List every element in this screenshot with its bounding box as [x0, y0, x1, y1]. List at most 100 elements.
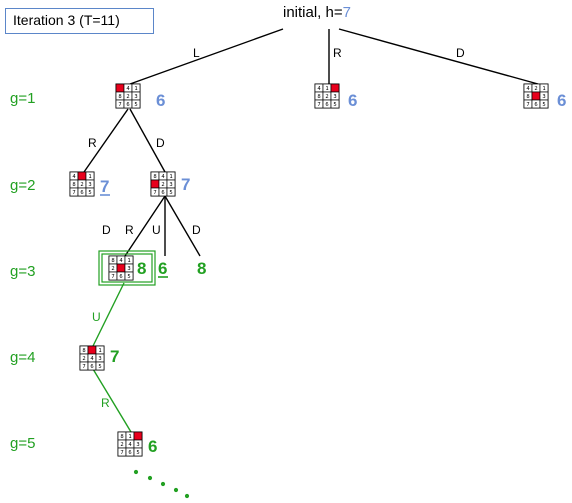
tile-number: 4 — [90, 356, 94, 362]
tree-edge — [83, 108, 129, 173]
tree-edge — [129, 28, 284, 85]
puzzle-tile — [166, 187, 176, 197]
tile-number: 6 — [90, 364, 93, 370]
tile-number: 8 — [526, 94, 529, 100]
tile-number: 6 — [161, 190, 164, 196]
tile-number: 1 — [542, 86, 545, 92]
tile-number: 5 — [88, 190, 91, 196]
selected-node-outer-box — [98, 250, 156, 286]
tile-number: 3 — [169, 182, 172, 188]
blank-tile — [531, 91, 541, 101]
tile-number: 1 — [325, 86, 328, 92]
tile-number: 1 — [98, 348, 101, 354]
tile-number: 5 — [169, 190, 172, 196]
depth-label: g=2 — [10, 177, 35, 194]
tile-number: 6 — [119, 274, 122, 280]
tile-number: 7 — [526, 102, 529, 108]
tile-number: 4 — [128, 442, 132, 448]
tile-number: 2 — [161, 182, 164, 188]
tree-edge — [92, 368, 132, 433]
node-value-n2: 6 — [348, 91, 357, 110]
move-label-n1_right: D — [156, 136, 165, 150]
tile-number: 7 — [111, 274, 114, 280]
tile-number: 1 — [134, 86, 137, 92]
depth-label: g=3 — [10, 263, 35, 280]
move-label-n5_r: R — [125, 223, 134, 237]
tile-number: 8 — [120, 434, 123, 440]
tile-number: 7 — [153, 190, 156, 196]
blank-tile — [115, 83, 125, 93]
tile-number: 1 — [88, 174, 91, 180]
tree-edge — [124, 195, 166, 257]
puzzle-tile — [95, 361, 105, 371]
tile-number: 7 — [82, 364, 85, 370]
move-label-root_right: D — [456, 46, 465, 60]
tile-number: 3 — [136, 442, 139, 448]
puzzle-tile — [539, 99, 549, 109]
blank-tile — [77, 171, 87, 181]
tile-number: 2 — [325, 94, 328, 100]
tile-number: 5 — [136, 450, 139, 456]
tile-number: 7 — [72, 190, 75, 196]
tile-number: 8 — [118, 94, 121, 100]
tile-number: 5 — [333, 102, 336, 108]
node-value-n5: 7 — [181, 175, 190, 194]
tile-number: 4 — [72, 174, 76, 180]
tile-number: 1 — [128, 434, 131, 440]
move-label-n5_u: U — [152, 223, 161, 237]
move-label-n1_left: R — [88, 136, 97, 150]
tile-number: 7 — [118, 102, 121, 108]
node-value-n4: 7 — [100, 177, 109, 196]
tree-edge — [129, 108, 166, 173]
blank-tile — [330, 83, 340, 93]
tree-edge — [164, 195, 201, 257]
tile-number: 6 — [534, 102, 537, 108]
puzzle-tile — [85, 187, 95, 197]
tile-number: 3 — [542, 94, 545, 100]
root-label: initial, h=7 — [283, 4, 351, 21]
move-label-root_mid: R — [333, 46, 342, 60]
move-label-n5_d2: D — [192, 223, 201, 237]
tile-number: 3 — [88, 182, 91, 188]
continuation-dot — [147, 475, 153, 481]
move-label-n9_r: R — [101, 396, 110, 410]
node-value-n1: 6 — [156, 91, 165, 110]
puzzle-tile — [131, 99, 141, 109]
tile-number: 2 — [111, 266, 114, 272]
continuation-dot — [184, 493, 190, 499]
tile-number: 6 — [128, 450, 131, 456]
tile-number: 4 — [126, 86, 130, 92]
tile-number: 3 — [333, 94, 336, 100]
tile-number: 8 — [153, 174, 156, 180]
tile-number: 6 — [325, 102, 328, 108]
tree-edge — [92, 282, 125, 347]
iteration-box — [5, 8, 154, 34]
tile-number: 4 — [161, 174, 165, 180]
blank-tile — [116, 263, 126, 273]
selected-node-inner-box — [101, 253, 153, 283]
continuation-dot — [133, 469, 139, 475]
tile-number: 6 — [126, 102, 129, 108]
node-value-n7: 6 — [158, 259, 167, 278]
move-label-root_left: L — [193, 46, 200, 60]
continuation-dot — [173, 487, 179, 493]
tile-number: 4 — [526, 86, 530, 92]
blank-tile — [150, 179, 160, 189]
move-label-n6_u: U — [92, 310, 101, 324]
depth-label: g=5 — [10, 435, 35, 452]
tile-number: 8 — [317, 94, 320, 100]
tile-number: 4 — [317, 86, 321, 92]
node-value-n9: 7 — [110, 347, 119, 366]
tile-number: 5 — [98, 364, 101, 370]
tile-number: 2 — [82, 356, 85, 362]
tile-number: 2 — [534, 86, 537, 92]
blank-tile — [87, 345, 97, 355]
